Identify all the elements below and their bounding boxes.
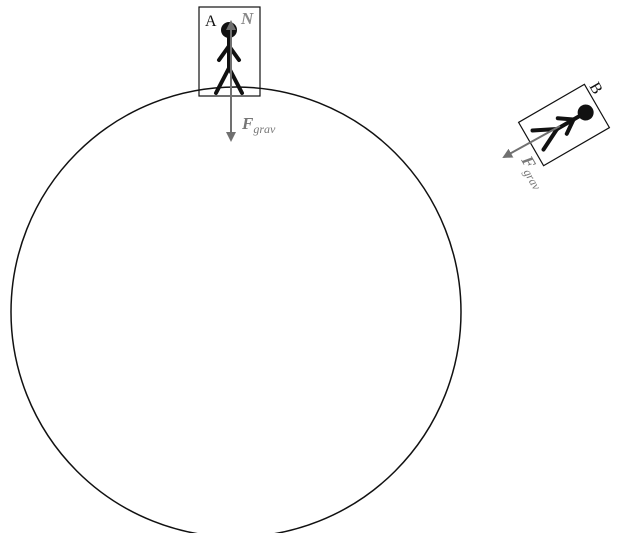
normal-force-label: N — [240, 9, 254, 28]
gravity-force-label-a: Fgrav — [241, 114, 276, 136]
gravity-symbol-a: F — [241, 114, 254, 133]
person-a-group: A N Fgrav — [198, 6, 276, 142]
gravity-subscript-a: grav — [253, 122, 276, 136]
person-b-group: B Fgrav — [502, 80, 611, 193]
person-b-box — [517, 83, 611, 167]
person-b-label: B — [586, 80, 606, 98]
planet-circle — [10, 86, 462, 533]
stick-figure-a — [214, 22, 244, 95]
gravity-force-label-b: Fgrav — [514, 152, 551, 193]
person-a-label: A — [205, 13, 217, 30]
gravity-force-arrow-b — [502, 125, 561, 158]
stick-figure-b — [530, 104, 594, 152]
person-a-box — [198, 6, 261, 97]
gravity-subscript-b: grav — [521, 166, 544, 193]
